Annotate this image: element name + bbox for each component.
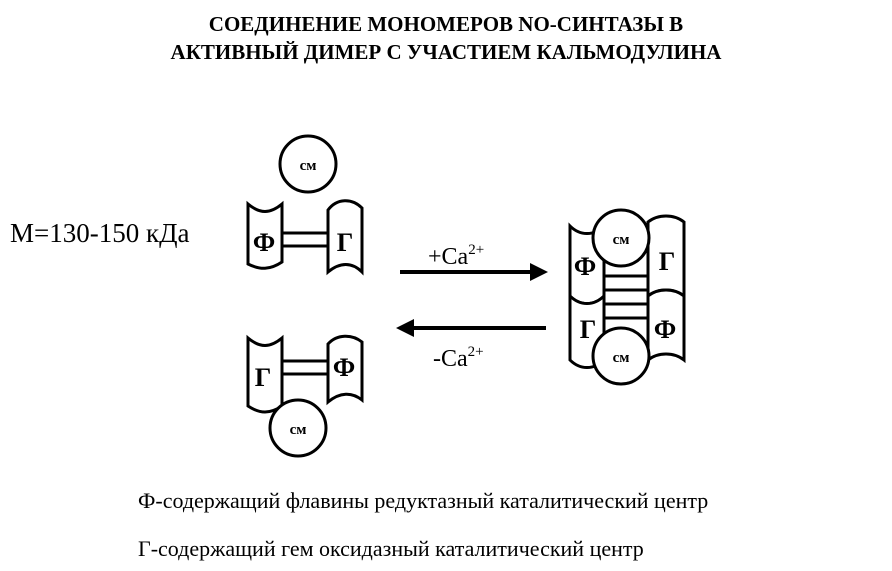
calmodulin-label: см: [300, 158, 317, 174]
heme-label: Г: [659, 247, 676, 276]
flavin-label: Ф: [574, 252, 596, 281]
flavin-domain-shape: [326, 334, 364, 406]
calmodulin-circle: [591, 208, 651, 268]
calmodulin-circle: [591, 326, 651, 386]
calcium-remove-label: -Са2+: [433, 344, 484, 372]
legend-flavin-center: Ф-содержащий флавины редуктазный каталит…: [138, 488, 709, 513]
flavin-label: Ф: [253, 228, 275, 257]
calmodulin-label: см: [613, 350, 630, 366]
calmodulin-label: см: [613, 232, 630, 248]
heme-label: Г: [255, 363, 272, 392]
calmodulin-circle: [278, 134, 338, 194]
flavin-domain-shape: [246, 200, 284, 270]
heme-label: Г: [337, 228, 354, 257]
calmodulin-circle: [268, 398, 328, 458]
backward-arrow: [396, 319, 546, 337]
heme-label: Г: [580, 315, 597, 344]
heme-domain-shape: [326, 199, 364, 276]
monomer-bottom: Г Ф см: [246, 334, 364, 458]
calcium-add-label: +Са2+: [428, 242, 484, 270]
legend-heme-center: Г-содержащий гем оксидазный каталитическ…: [138, 536, 644, 561]
monomer-top: см Ф Г: [246, 134, 364, 276]
molecular-mass-label: М=130-150 кДа: [10, 218, 190, 248]
flavin-label: Ф: [333, 353, 355, 382]
active-dimer: см см Ф Г Г Ф: [568, 208, 686, 386]
flavin-label: Ф: [654, 315, 676, 344]
forward-arrow: [400, 263, 548, 281]
calmodulin-label: см: [290, 422, 307, 438]
diagram-title-line-1: СОЕДИНЕНИЕ МОНОМЕРОВ NO-СИНТАЗЫ В: [208, 12, 684, 36]
diagram-title-line-2: АКТИВНЫЙ ДИМЕР С УЧАСТИЕМ КАЛЬМОДУЛИНА: [170, 40, 722, 64]
flavin-domain-shape: [646, 288, 686, 364]
